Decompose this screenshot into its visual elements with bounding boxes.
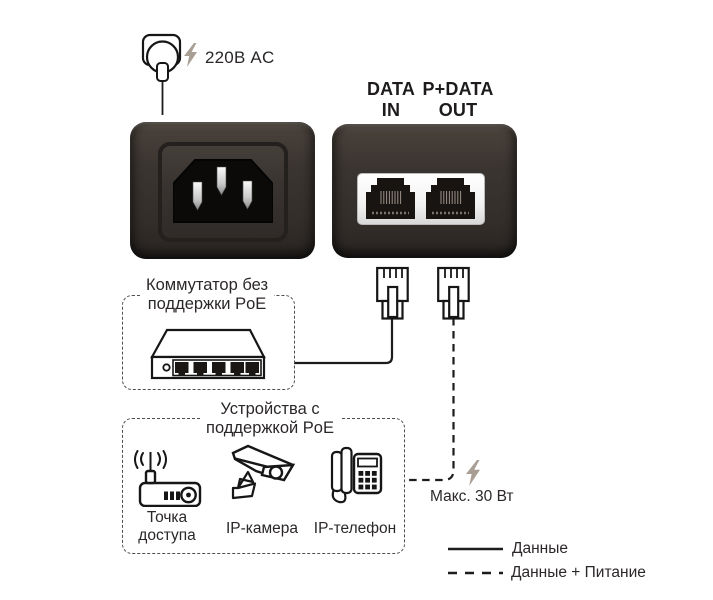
cable-switch-to-data-in [294,318,394,365]
rj45-plug-icon-left [376,266,409,320]
rj45-jack-panel [357,173,485,225]
legend-dashed-line-swatch [448,571,503,575]
max-power-label: Макс. 30 Вт [430,488,514,505]
ip-camera-label: IP-камера [225,520,299,537]
power-voltage-label: 220В AC [205,48,275,67]
poe-devices-box-title: Устройства с поддержкой PoE [200,400,340,438]
legend-solid-line-swatch [448,547,503,551]
legend-row-data: Данные [448,538,646,560]
access-point-label: Точка доступа [138,509,196,544]
lightning-icon [184,43,197,67]
ip-camera-icon [231,444,296,500]
cable-pdata-out-dashed [404,318,455,482]
ip-phone-icon [330,446,383,504]
access-point-icon [134,450,202,507]
legend: Данные Данные + Питание [448,538,646,584]
legend-row-data-power: Данные + Питание [448,562,646,584]
switch-box-title: Коммутатор без поддержки PoE [139,276,275,314]
power-inlet-panel [158,142,288,242]
power-plug-icon [141,33,182,115]
ip-phone-label: IP-телефон [313,520,397,537]
c14-inlet-icon [173,159,273,223]
rj45-plug-icon-right [437,266,470,320]
lightning-icon [466,460,480,486]
pdata-out-label: P+DATA OUT [422,79,494,120]
power-inlet-device [130,122,315,259]
poe-injector-device [332,124,517,258]
legend-data-power-label: Данные + Питание [511,564,646,581]
legend-data-label: Данные [512,540,568,557]
network-switch-icon [150,328,266,380]
rj45-jack-in-icon [366,178,415,219]
data-in-label: DATA IN [366,79,416,120]
rj45-jack-out-icon [426,178,475,219]
